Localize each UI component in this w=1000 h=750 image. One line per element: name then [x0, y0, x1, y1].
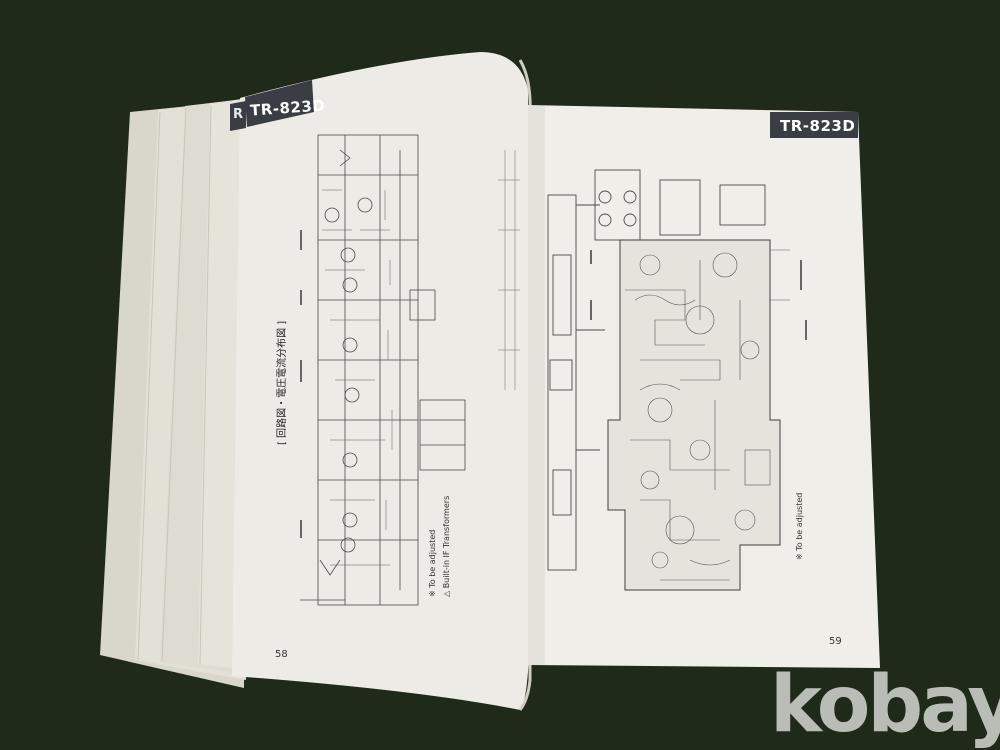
edge-tab-block — [230, 101, 246, 131]
left-page-caption: [ 回路図・電圧電流分布図 ] — [277, 320, 288, 445]
right-page-model-label: TR-823D — [780, 117, 856, 135]
right-note-to-be-adjusted: ※ To be adjusted — [795, 492, 804, 560]
spine-edge-letter: R — [233, 107, 244, 122]
watermark-logo: kobay — [770, 660, 1000, 750]
right-schematic — [547, 169, 766, 571]
left-page-number: 58 — [275, 649, 288, 660]
left-tab-block — [245, 80, 314, 127]
left-schematic — [300, 134, 466, 606]
note-to-be-adjusted: ※ To be adjusted — [428, 529, 437, 597]
right-page-number: 59 — [829, 636, 842, 647]
right-tab-block — [770, 112, 858, 138]
pcb-board — [607, 239, 781, 591]
note-if-transformers: △ Built-in IF Transformers — [442, 495, 451, 597]
left-page — [232, 52, 530, 710]
